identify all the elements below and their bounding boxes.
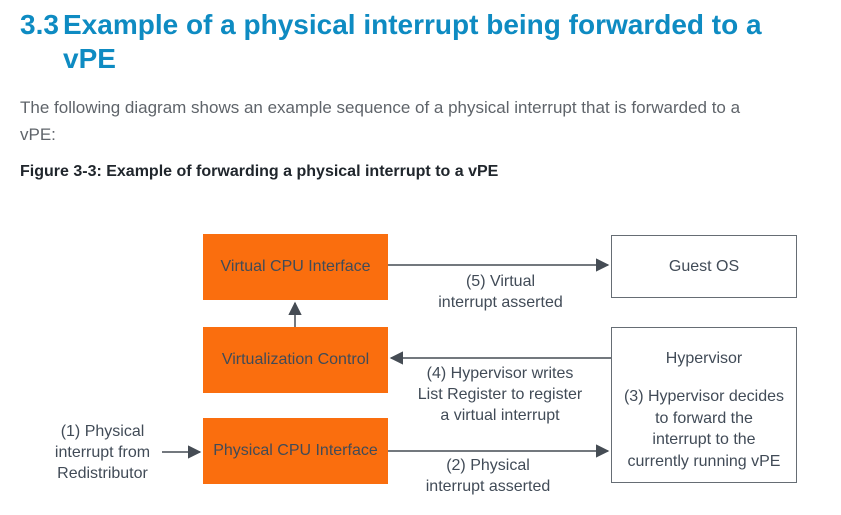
box-hypervisor-label: Hypervisor <box>665 350 743 367</box>
arrow-connectors <box>162 258 611 459</box>
box-virtual-cpu-interface: Virtual CPU Interface <box>203 234 388 300</box>
box-guest-os: Guest OS <box>611 235 797 298</box>
label-step5-virtual-interrupt-asserted: (5) Virtual interrupt asserted <box>438 273 563 311</box>
section-number: 3.3 <box>20 9 59 40</box>
figure-caption: Figure 3-3: Example of forwarding a phys… <box>20 163 499 180</box>
section-heading: 3.3 Example of a physical interrupt bein… <box>20 8 825 76</box>
box-hypervisor-note: (3) Hypervisor decides to forward the in… <box>623 388 785 470</box>
box-virtualization-control-label: Virtualization Control <box>221 351 370 368</box>
box-guest-os-label: Guest OS <box>668 257 740 275</box>
box-physical-cpu-interface: Physical CPU Interface <box>203 418 388 484</box>
box-virtual-cpu-interface-label: Virtual CPU Interface <box>220 258 371 275</box>
label-step4-hypervisor-writes-list-register: (4) Hypervisor writes List Register to r… <box>417 365 583 424</box>
intro-paragraph: The following diagram shows an example s… <box>20 98 741 144</box>
box-virtualization-control: Virtualization Control <box>203 327 388 393</box>
box-hypervisor: Hypervisor (3) Hypervisor decides to for… <box>611 327 797 483</box>
figure-diagram: Virtual CPU Interface Virtualization Con… <box>0 215 841 515</box>
label-step1-physical-interrupt-from-redistributor: (1) Physical interrupt from Redistributo… <box>54 423 151 482</box>
section-title: Example of a physical interrupt being fo… <box>63 9 762 74</box>
box-physical-cpu-interface-label: Physical CPU Interface <box>213 442 378 459</box>
label-step2-physical-interrupt-asserted: (2) Physical interrupt asserted <box>425 457 551 495</box>
